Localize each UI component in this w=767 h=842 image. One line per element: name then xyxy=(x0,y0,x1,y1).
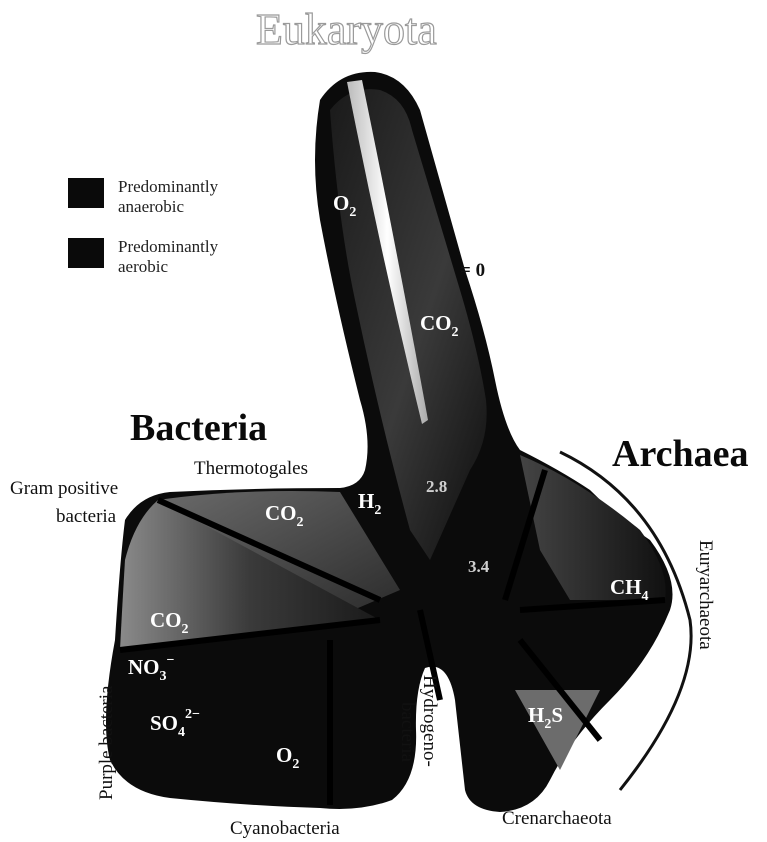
marker-3-4: 3.4 xyxy=(468,557,490,576)
legend-swatch-anaerobic xyxy=(68,178,104,208)
purple-bacteria-label: Purple bacteria xyxy=(96,685,117,800)
marker-2-8: 2.8 xyxy=(426,477,447,496)
thermotogales-label: Thermotogales xyxy=(194,458,308,479)
euryarchaeota-label: Euryarchaeota xyxy=(695,540,716,650)
legend-label-anaerobic-1: Predominantly xyxy=(118,177,219,196)
gram-positive-label-line1: Gram positive xyxy=(10,478,118,499)
legend-label-anaerobic-2: anaerobic xyxy=(118,197,185,216)
cyanobacteria-label: Cyanobacteria xyxy=(230,818,340,839)
hydrogenobacteria-label-line1: Hydrogeno- xyxy=(419,675,440,767)
zero-mark: = 0 xyxy=(460,260,485,281)
gram-positive-label-line2: bacteria xyxy=(56,506,117,527)
legend: Predominantly anaerobic Predominantly ae… xyxy=(68,177,219,276)
legend-label-aerobic-2: aerobic xyxy=(118,257,168,276)
crenarchaeota-label: Crenarchaeota xyxy=(502,808,612,829)
legend-label-aerobic-1: Predominantly xyxy=(118,237,219,256)
eukaryota-title: Eukaryota xyxy=(256,5,437,54)
bacteria-label: Bacteria xyxy=(130,407,267,449)
hydrogenobacteria-label-line2: bacteria xyxy=(397,702,418,763)
archaea-label: Archaea xyxy=(612,433,749,475)
legend-swatch-aerobic xyxy=(68,238,104,268)
